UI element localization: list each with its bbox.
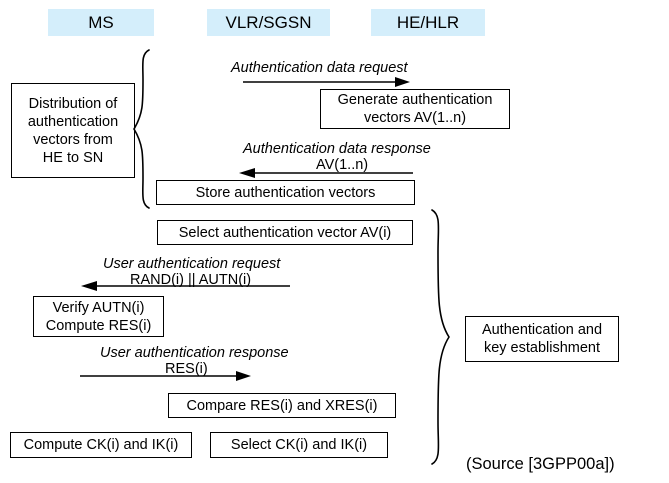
lane-header-ms: MS — [48, 9, 154, 36]
arrow-user-authentication-request — [80, 278, 290, 294]
phase-distribution-line4: HE to SN — [42, 149, 104, 166]
lane-header-vlr-sgsn-label: VLR/SGSN — [225, 13, 312, 32]
action-compare-res-xres-line1: Compare RES(i) and XRES(i) — [186, 397, 378, 414]
arrow-user-authentication-response — [80, 368, 252, 384]
action-verify-autn-line2: Compute RES(i) — [45, 317, 152, 334]
action-box-verify-autn-compute-res: Verify AUTN(i) Compute RES(i) — [33, 296, 164, 337]
action-box-store-authentication-vectors: Store authentication vectors — [156, 180, 415, 205]
phase-box-distribution: Distribution of authentication vectors f… — [11, 83, 135, 178]
lane-header-he-hlr-label: HE/HLR — [396, 13, 460, 32]
message-label-authentication-data-request: Authentication data request — [231, 60, 408, 76]
message-label-user-authentication-request: User authentication request — [103, 256, 281, 272]
message-label-authentication-data-response: Authentication data response — [243, 141, 431, 157]
lane-header-he-hlr: HE/HLR — [371, 9, 485, 36]
phase-distribution-line1: Distribution of — [28, 95, 118, 112]
phase-auth-key-line2: key establishment — [483, 340, 601, 356]
action-generate-authentication-vectors-line1: Generate authentication — [337, 92, 493, 108]
phase-distribution-line2: authentication — [27, 113, 119, 130]
action-compute-ck-ik-line1: Compute CK(i) and IK(i) — [23, 437, 179, 453]
action-generate-authentication-vectors-line2: vectors AV(1..n) — [363, 110, 467, 126]
action-verify-autn-line1: Verify AUTN(i) — [52, 299, 145, 316]
lane-header-vlr-sgsn: VLR/SGSN — [207, 9, 330, 36]
lane-header-ms-label: MS — [88, 13, 114, 32]
arrow-authentication-data-request — [243, 74, 411, 90]
action-select-ck-ik-line1: Select CK(i) and IK(i) — [230, 437, 368, 453]
message-payload-user-authentication-request: RAND(i) || AUTN(i) — [130, 272, 252, 288]
source-credit: (Source [3GPP00a]) — [466, 455, 615, 473]
action-box-compute-ck-ik: Compute CK(i) and IK(i) — [10, 432, 192, 458]
message-label-user-authentication-response: User authentication response — [100, 345, 289, 361]
brace-authentication-key-establishment-phase — [428, 208, 452, 466]
phase-box-authentication-key-establishment: Authentication and key establishment — [465, 316, 619, 362]
action-box-select-ck-ik: Select CK(i) and IK(i) — [210, 432, 388, 458]
message-payload-user-authentication-response: RES(i) — [165, 361, 208, 377]
action-box-compare-res-xres: Compare RES(i) and XRES(i) — [168, 393, 396, 418]
action-box-select-authentication-vector: Select authentication vector AV(i) — [157, 220, 413, 245]
action-box-generate-authentication-vectors: Generate authentication vectors AV(1..n) — [320, 89, 510, 129]
action-store-authentication-vectors-line1: Store authentication vectors — [195, 184, 376, 201]
phase-distribution-line3: vectors from — [33, 131, 113, 148]
brace-distribution-phase — [131, 48, 153, 210]
message-payload-authentication-data-response: AV(1..n) — [316, 157, 369, 173]
phase-auth-key-line1: Authentication and — [481, 322, 603, 338]
action-select-authentication-vector-line1: Select authentication vector AV(i) — [178, 224, 392, 241]
arrow-authentication-data-response — [238, 165, 413, 181]
